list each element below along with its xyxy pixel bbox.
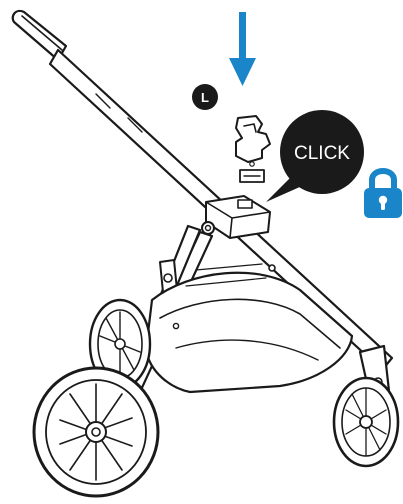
step-badge-label: L [201,90,209,105]
rear-wheel-near [34,368,158,496]
adapter-clip-icon [236,116,270,182]
step-badge: L [192,84,218,110]
padlock-icon [364,171,402,218]
stroller-chassis-illustration [13,11,398,496]
click-speech-bubble: CLICK [266,110,364,202]
click-label: CLICK [294,143,350,164]
down-arrow-icon [229,12,256,86]
front-wheel [334,378,398,466]
adapter-mount [202,196,270,238]
